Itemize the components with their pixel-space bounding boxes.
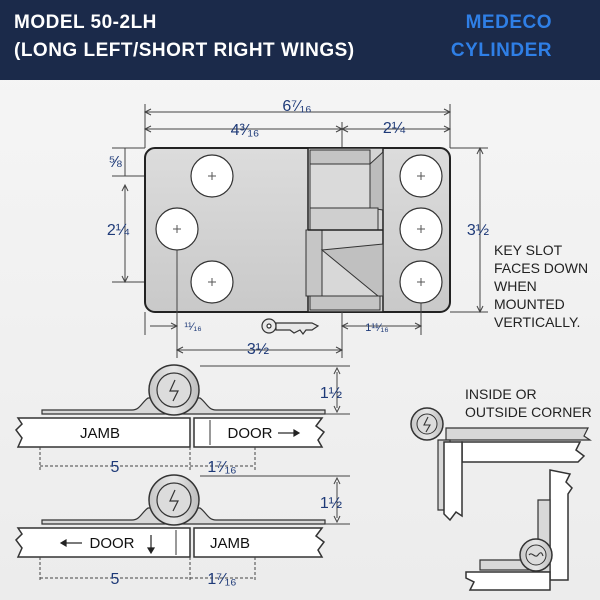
model-subtitle: (LONG LEFT/SHORT RIGHT WINGS) (14, 40, 355, 61)
section2-height-dimension (200, 475, 350, 525)
section2-left-label: DOOR (90, 535, 135, 552)
arrow-right-icon (278, 428, 301, 438)
overall-width-label: 6⁷⁄₁₆ (282, 98, 311, 115)
section-view-1 (15, 364, 326, 448)
right-wing-width-label: 2¼ (383, 120, 406, 137)
section2-right-dim-label: 1⁷⁄₁₆ (207, 571, 236, 588)
section1-right-label: DOOR (228, 425, 273, 442)
height-label: 3½ (467, 222, 489, 239)
key-note-line-3: WHEN (494, 278, 537, 294)
height-dimension (450, 146, 488, 314)
section2-left-dim-label: 5 (111, 571, 120, 588)
bottom-offset-dimensions (144, 250, 423, 358)
section2-right-label: JAMB (210, 535, 250, 552)
key-icon (261, 318, 320, 335)
hole-to-hole-label: 3½ (247, 341, 269, 358)
section2-height-label: 1½ (320, 495, 342, 512)
brand-line-2: CYLINDER (450, 40, 552, 61)
key-slot-note: KEY SLOT FACES DOWN WHEN MOUNTED VERTICA… (494, 242, 588, 330)
brand-line-1: MEDECO (465, 12, 552, 33)
section1-left-label: JAMB (80, 425, 120, 442)
corner-note: INSIDE OR OUTSIDE CORNER (465, 386, 592, 420)
top-hole-offset-label: ⅝ (108, 154, 122, 171)
corner-note-line-2: OUTSIDE CORNER (465, 404, 592, 420)
overall-width-dimension (143, 104, 452, 148)
section-view-2 (15, 474, 326, 558)
key-note-line-5: VERTICALLY. (494, 314, 580, 330)
section1-width-dimensions (39, 447, 256, 470)
header-banner: MODEL 50-2LH (LONG LEFT/SHORT RIGHT WING… (0, 0, 600, 80)
arrow-left-icon (59, 538, 82, 548)
section1-right-dim-label: 1⁷⁄₁₆ (207, 459, 236, 476)
corner-hinge-view-2 (465, 469, 573, 591)
arrow-down-icon (146, 535, 156, 555)
left-bottom-offset-label: ¹¹⁄₁₆ (184, 321, 201, 333)
corner-note-line-1: INSIDE OR (465, 386, 537, 402)
section1-left-dim-label: 5 (111, 459, 120, 476)
right-bottom-offset-label: 1¹¹⁄₁₆ (365, 322, 388, 334)
model-title: MODEL 50-2LH (14, 12, 157, 33)
left-wing-width-label: 4³⁄₁₆ (231, 122, 260, 139)
wing-width-dimension (143, 122, 452, 148)
section1-height-label: 1½ (320, 385, 342, 402)
hole-spacing-label: 2¼ (107, 222, 130, 239)
key-note-line-4: MOUNTED (494, 296, 565, 312)
corner-hinge-view (410, 407, 592, 522)
section1-height-dimension (200, 365, 350, 415)
key-note-line-1: KEY SLOT (494, 242, 563, 258)
key-note-line-2: FACES DOWN (494, 260, 588, 276)
hinge-diagram: 6⁷⁄₁₆ 4³⁄₁₆ 2¼ ⅝ 2¼ (15, 98, 592, 591)
